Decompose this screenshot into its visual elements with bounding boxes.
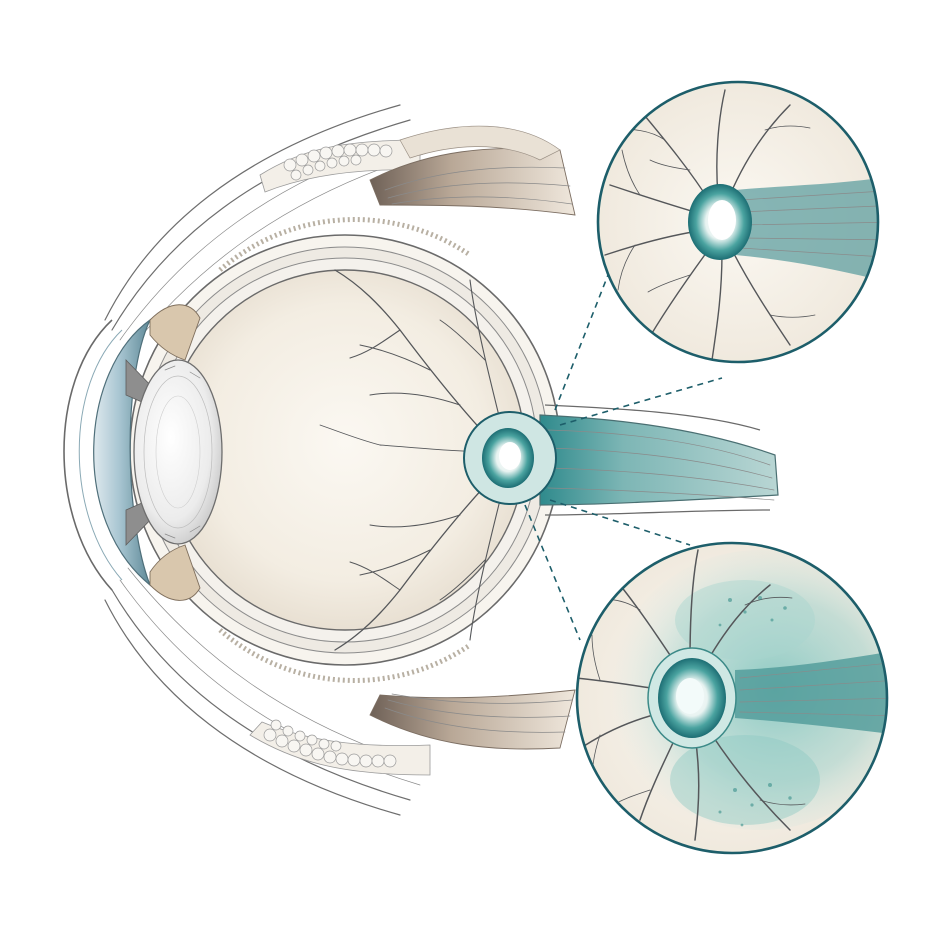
- inset-top: [596, 80, 880, 364]
- optic-nerve: [539, 404, 779, 516]
- retinal-vessels: [319, 269, 506, 651]
- lower-orbital-tissue: [104, 567, 576, 816]
- upper-orbital-tissue: [104, 104, 576, 353]
- eyeball-cross-section: [63, 104, 779, 816]
- cornea: [63, 318, 152, 591]
- upper-fat-globules: [283, 143, 393, 181]
- optic-disc-main: [463, 411, 557, 505]
- sclera-layers: [129, 217, 561, 683]
- inset-bottom: [575, 541, 889, 855]
- callout-connectors: [524, 274, 723, 641]
- lower-fat-globules: [263, 719, 397, 768]
- lens: [133, 359, 223, 545]
